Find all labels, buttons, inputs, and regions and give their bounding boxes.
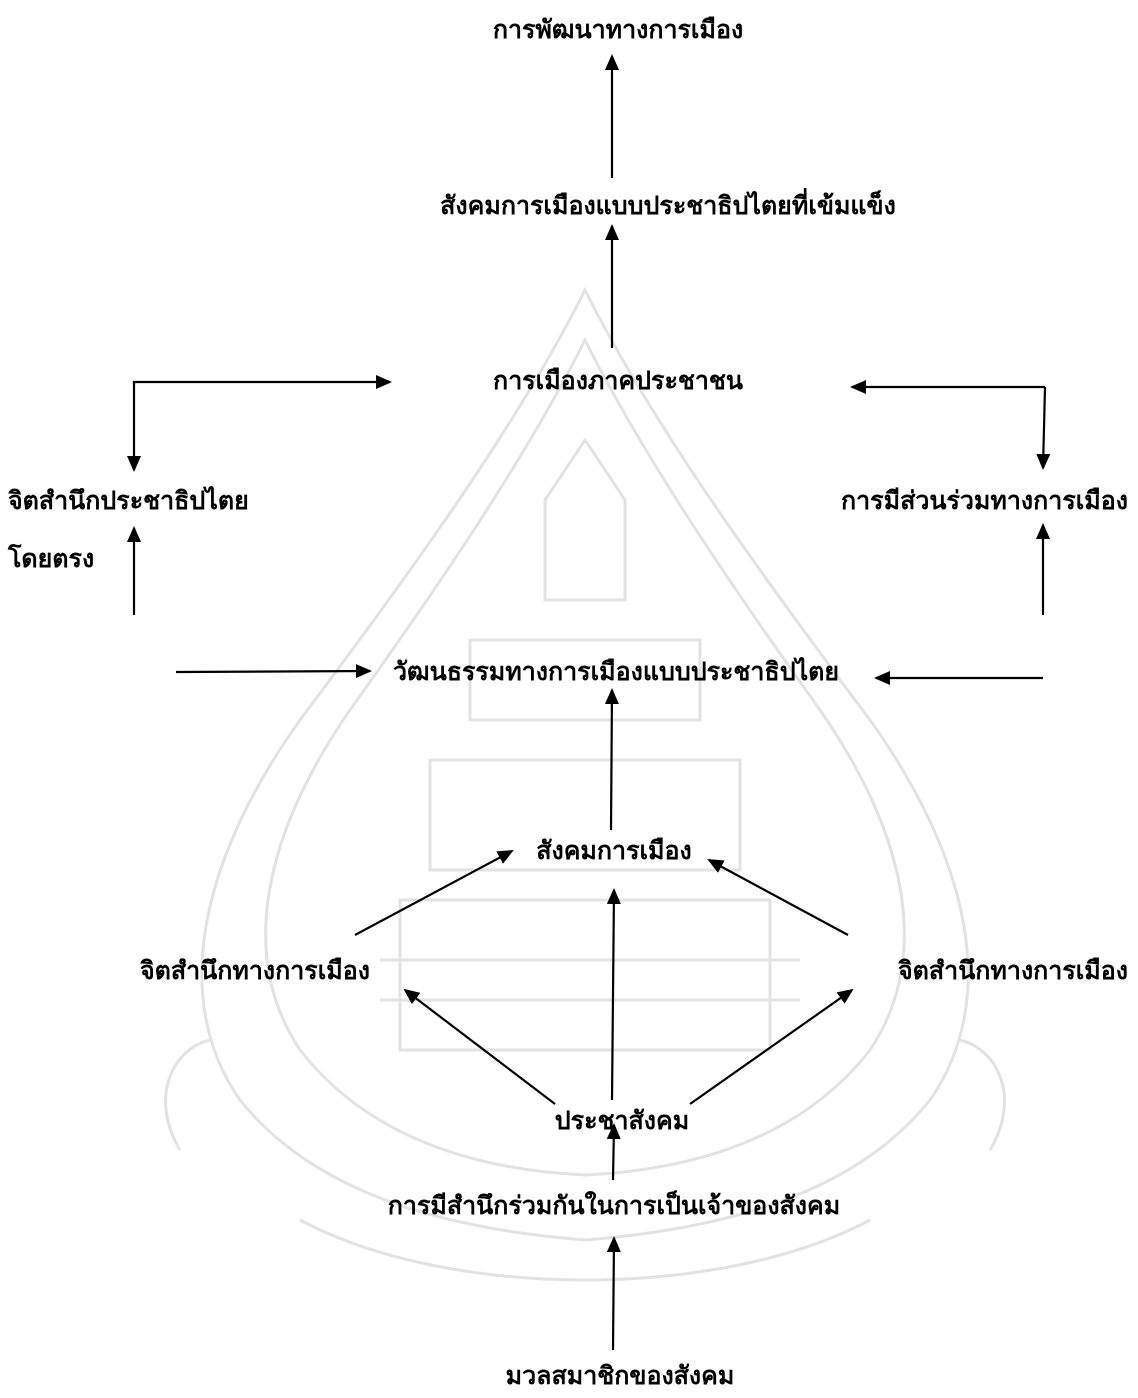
node-political-society: สังคมการเมือง (536, 836, 692, 865)
arrow-civil-to-right-consciousness (689, 988, 854, 1105)
node-political-consciousness-left: จิตสำนึกทางการเมือง (140, 956, 370, 985)
arrow-left-loop-to-people-politics (132, 375, 392, 389)
arrow-shared-to-civil (606, 1123, 621, 1181)
node-political-participation: การมีส่วนร่วมทางการเมือง (841, 486, 1128, 515)
node-members-of-society: มวลสมาชิกของสังคม (505, 1361, 735, 1390)
node-political-development: การพัฒนาทางการเมือง (492, 15, 744, 44)
arrow-left-consciousness-to-society (354, 850, 514, 936)
arrow-left-to-culture (175, 664, 372, 679)
arrow-right-consciousness-to-society (707, 859, 849, 936)
arrow-civil-to-left-consciousness (403, 988, 556, 1105)
node-direct: โดยตรง (8, 544, 95, 573)
node-democratic-consciousness: จิตสำนึกประชาธิปไตย (8, 486, 249, 515)
node-people-politics: การเมืองภาคประชาชน (493, 366, 743, 395)
arrow-right-loop-down (1036, 386, 1051, 470)
arrow-members-to-shared (606, 1236, 621, 1351)
node-civil-society: ประชาสังคม (554, 1106, 690, 1135)
arrow-civil-to-society (606, 888, 621, 1101)
node-democratic-political-culture: วัฒนธรรมทางการเมืองแบบประชาธิปไตย (392, 657, 840, 686)
node-shared-ownership: การมีสำนึกร่วมกันในการเป็นเจ้าของสังคม (387, 1191, 841, 1220)
arrow-to-culture-from-society (604, 688, 619, 831)
node-strong-democratic-society: สังคมการเมืองแบบประชาธิปไตยที่เข้มแข็ง (440, 191, 896, 220)
node-political-consciousness-right: จิตสำนึกทางการเมือง (898, 956, 1128, 985)
